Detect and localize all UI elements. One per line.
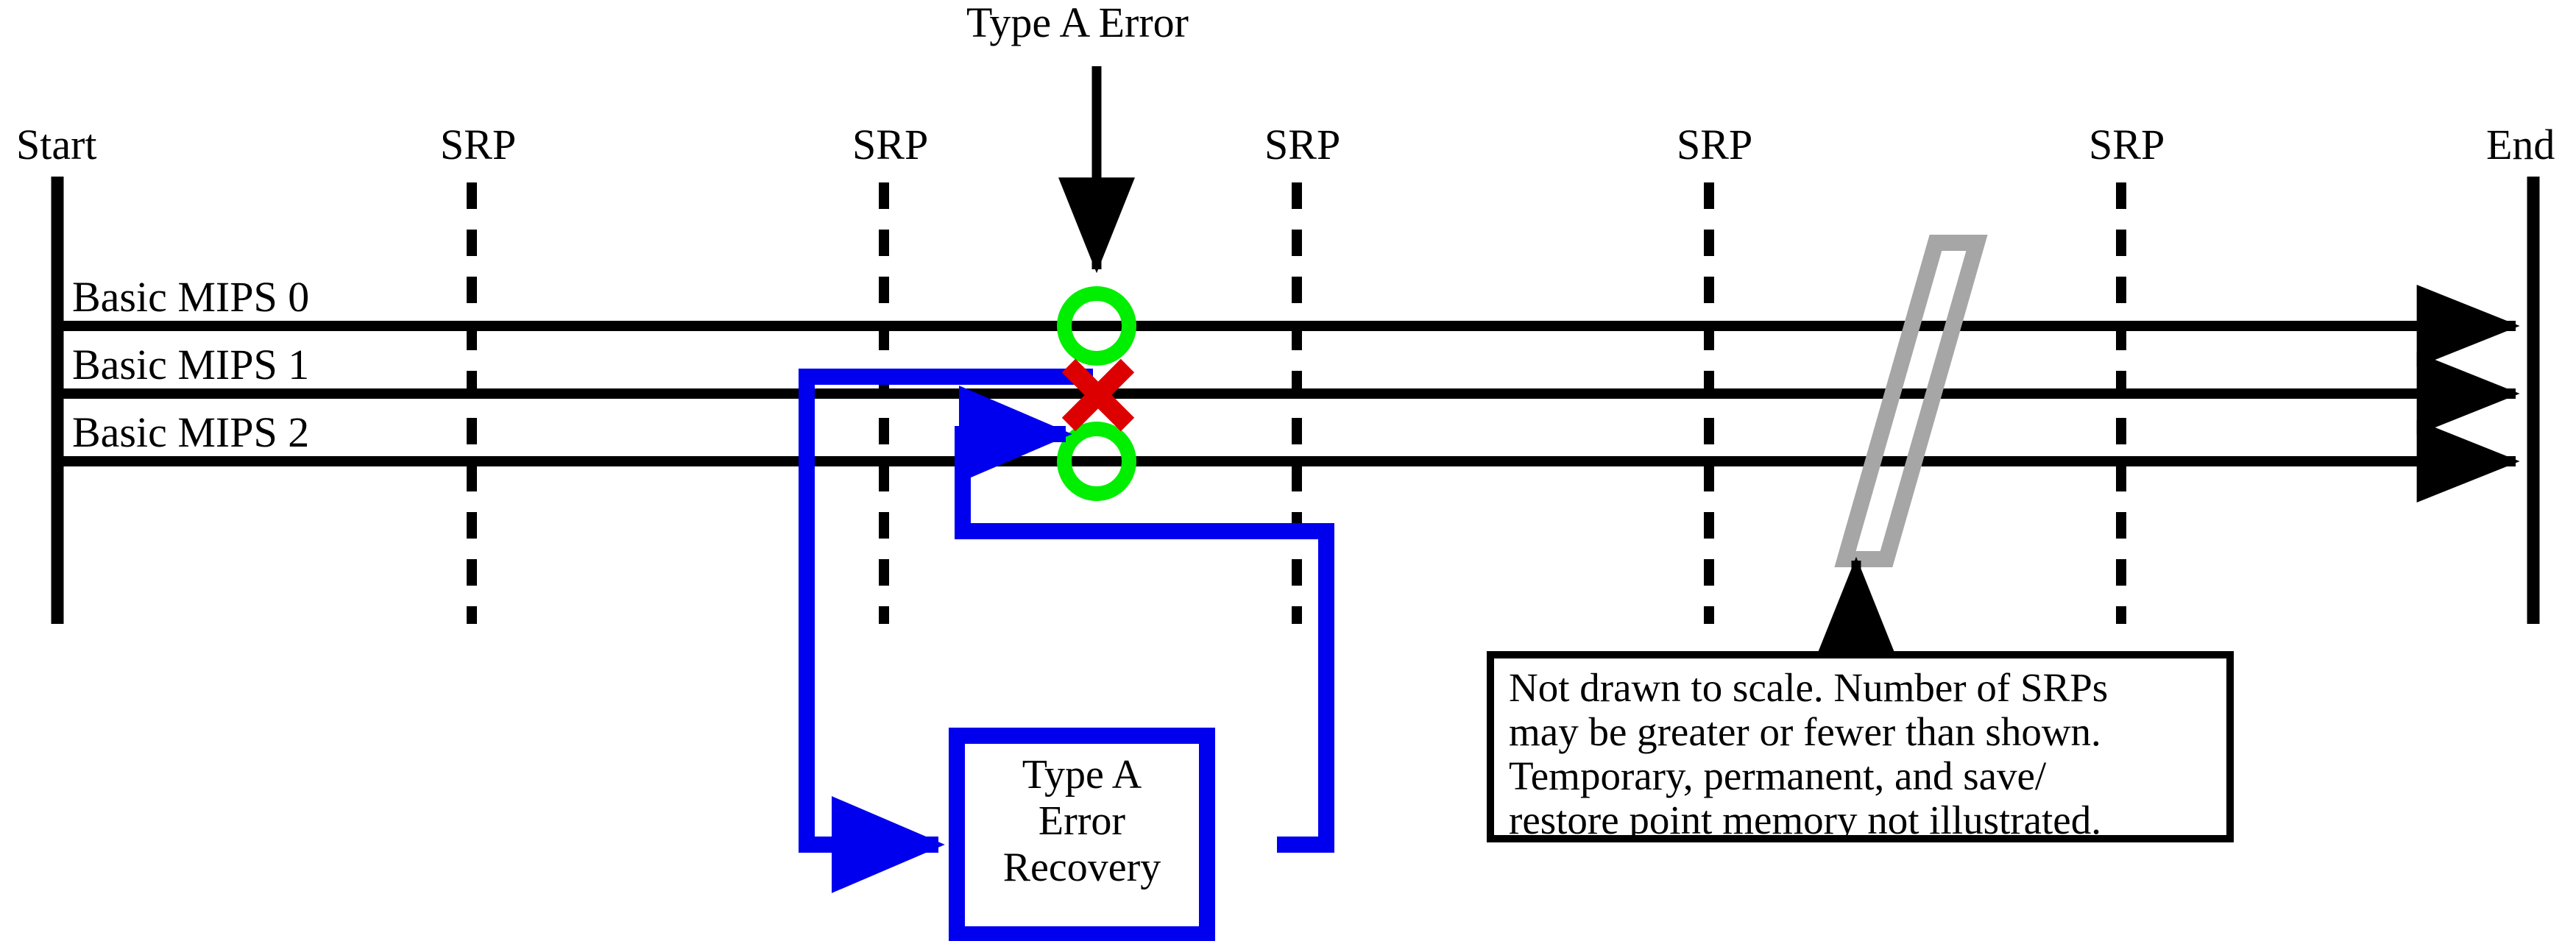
error-marker-red-x [1061,358,1135,432]
tick-label-srp-3: SRP [1264,121,1341,168]
note-line-2: may be greater or fewer than shown. [1509,709,2101,754]
recovery-box-line-1: Type A [1022,752,1142,798]
lane-label-basic-mips-1: Basic MIPS 1 [72,341,310,388]
note-line-3: Temporary, permanent, and save/ [1509,753,2047,798]
note-line-4: restore point memory not illustrated. [1509,798,2101,842]
not-to-scale-break-icon [1834,235,1988,567]
note-box [1487,651,2234,842]
tick-label-srp-4: SRP [1677,121,1753,168]
recovery-return-path-to-mips-1 [955,386,1334,853]
tick-label-srp-5: SRP [2089,121,2165,168]
tick-label-srp-1: SRP [440,121,517,168]
tick-label-srp-2: SRP [852,121,929,168]
ok-marker-green-circle-mips-0 [1057,286,1136,366]
lane-label-basic-mips-2: Basic MIPS 2 [72,408,310,456]
recovery-box-line-3: Recovery [1002,845,1161,890]
tick-label-start: Start [16,121,97,168]
error-detect-path-to-recovery-box [799,369,1093,893]
recovery-box-line-2: Error [1038,798,1126,844]
lane-label-basic-mips-0: Basic MIPS 0 [72,273,310,321]
type-a-error-recovery-box[interactable] [949,728,1215,941]
note-line-1: Not drawn to scale. Number of SRPs [1509,665,2109,710]
tick-label-end: End [2486,121,2555,168]
page-title: Type A Error [966,0,1189,46]
